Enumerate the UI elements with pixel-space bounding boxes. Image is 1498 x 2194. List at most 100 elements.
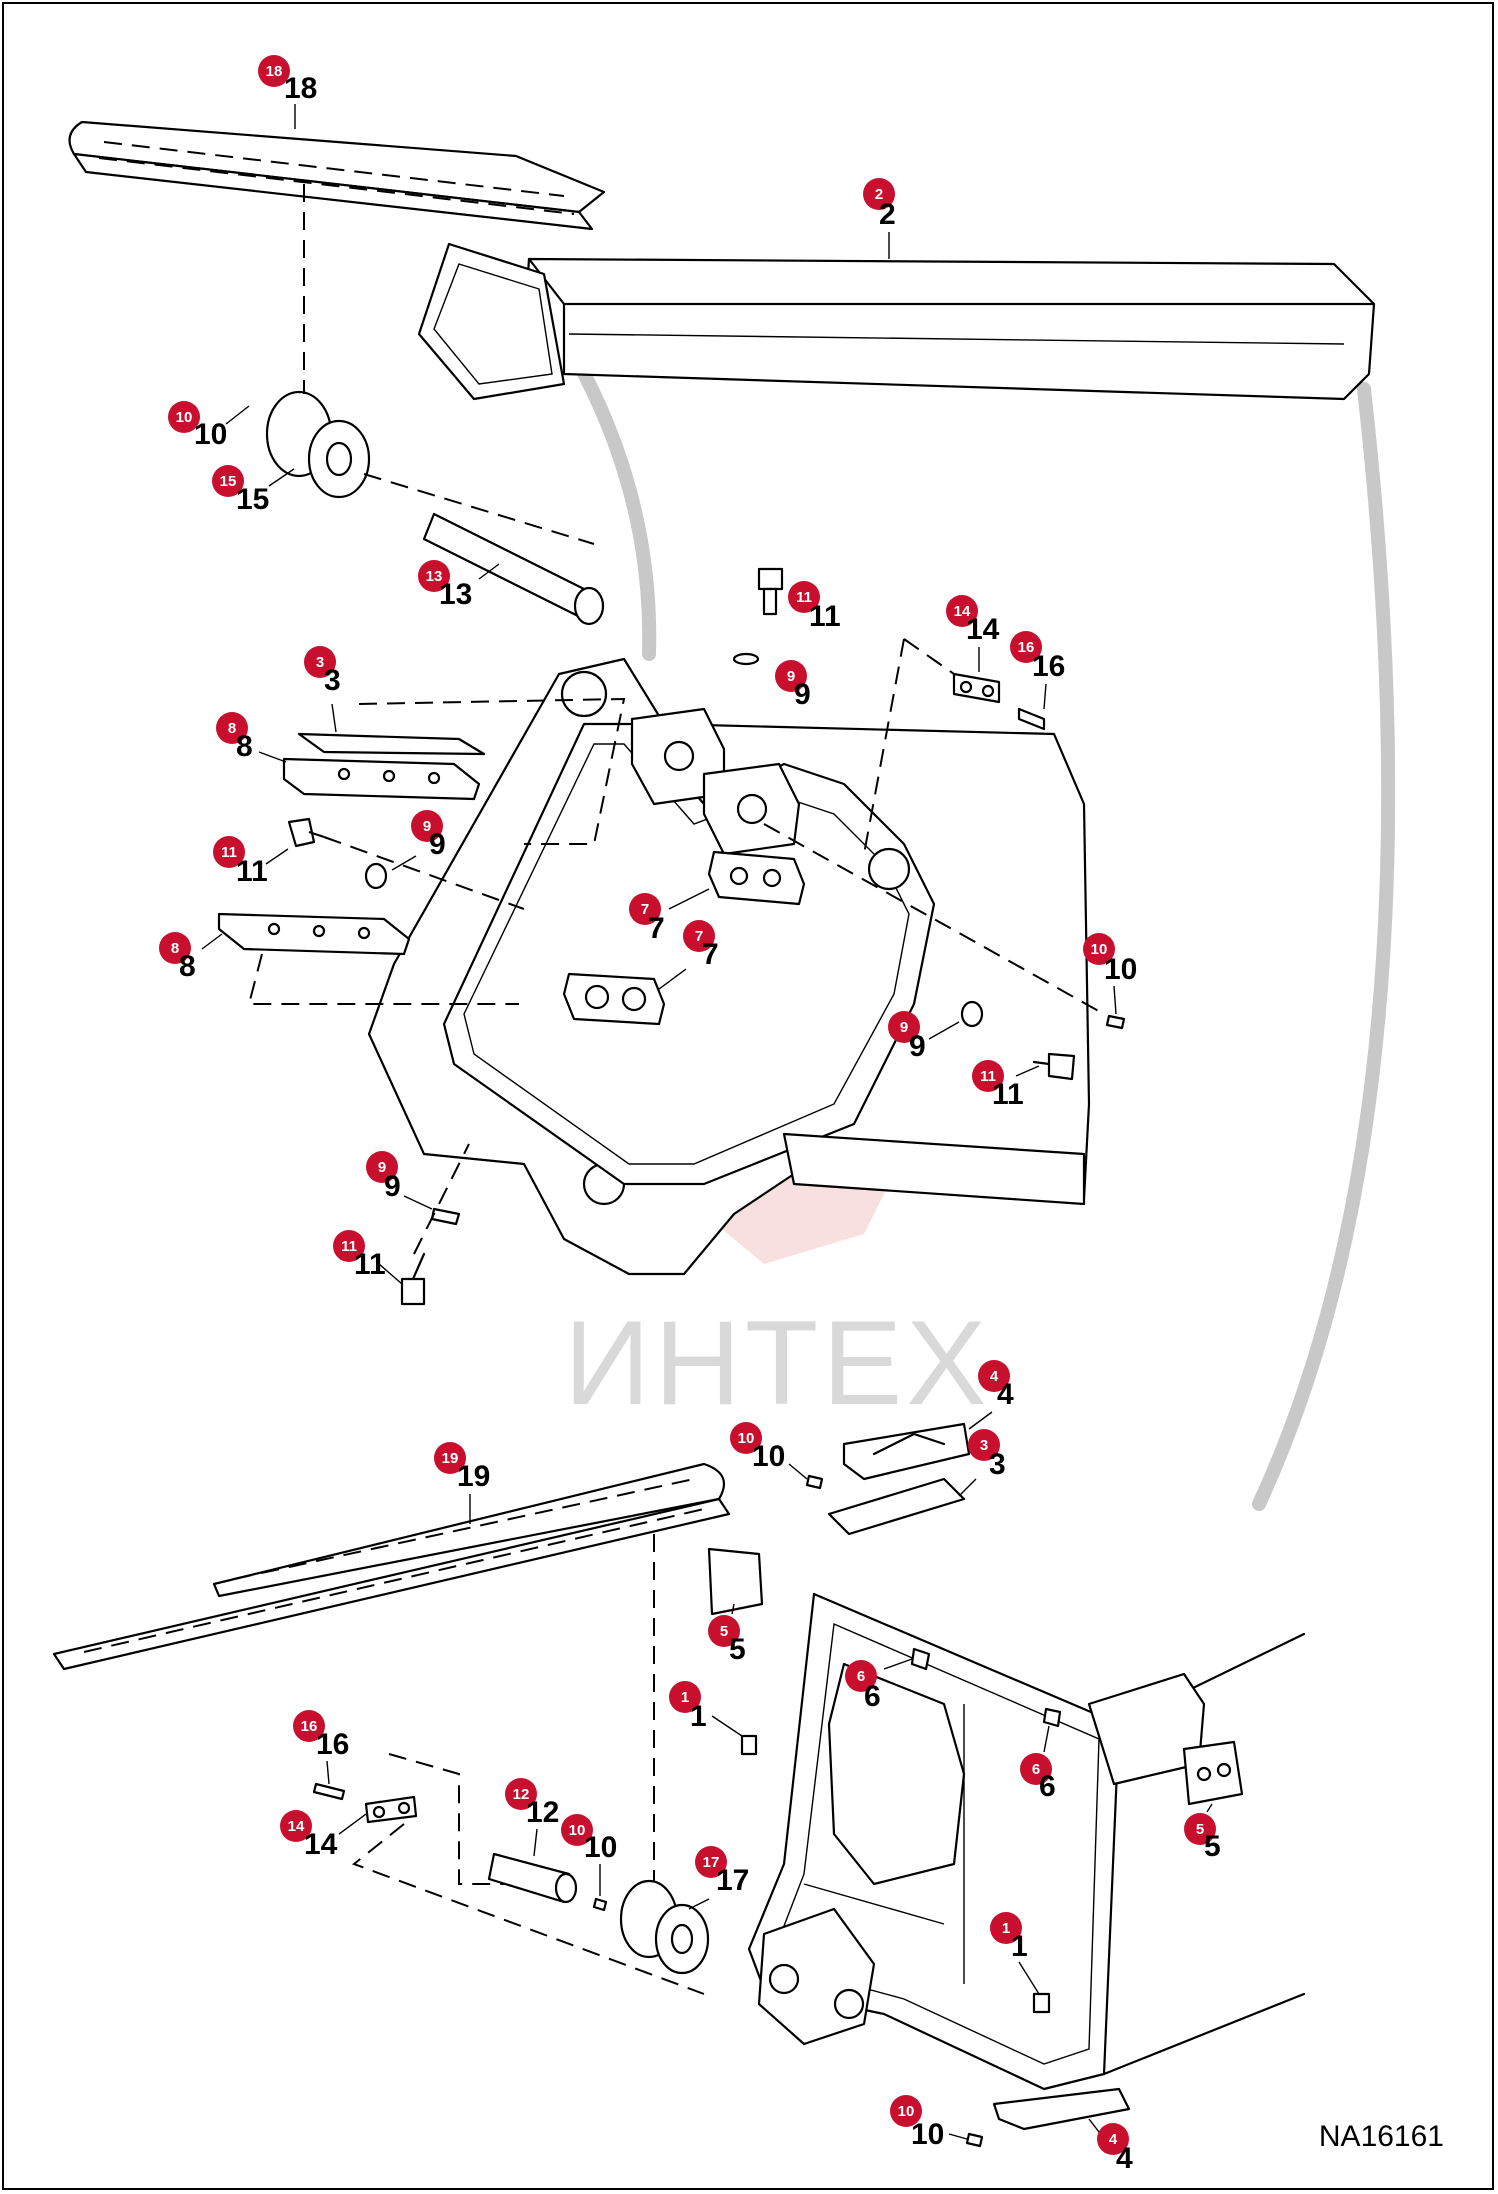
callout-5-a-label: 5	[729, 1633, 746, 1666]
callout-13-label: 13	[439, 578, 472, 611]
callout-16-a-label: 16	[1032, 650, 1065, 683]
callout-16-b: 16 16	[293, 1710, 349, 1785]
watermark-text: ИНТЕХ	[564, 1296, 990, 1430]
part-11-bolt-right	[1032, 1052, 1076, 1081]
part-11-bolt-top	[757, 567, 784, 616]
part-1-bolt-upper	[740, 1734, 758, 1756]
callout-10-e: 10 10	[890, 2095, 968, 2151]
part-3-shim-left	[297, 732, 486, 756]
callout-10-a-number: 10	[176, 409, 193, 426]
assembly-line-bolt-bottom	[413, 1143, 470, 1255]
callout-15-label: 15	[236, 483, 269, 516]
callout-8-a-number: 8	[228, 720, 236, 737]
callout-4-b-number: 4	[1109, 2131, 1118, 2148]
callout-9-c-label: 9	[909, 1030, 926, 1063]
callout-1-a-label: 1	[690, 1700, 707, 1733]
callout-10-b: 10 10	[1083, 933, 1137, 1015]
callout-3-b: 3 3	[958, 1429, 1006, 1497]
part-4-wear-pad-top-lower	[842, 1422, 971, 1481]
callout-8-a: 8 8	[216, 712, 287, 763]
callout-2-number: 2	[875, 186, 883, 203]
part-8-wear-pad-left-top	[282, 757, 481, 801]
part-5-wear-pad-left	[707, 1547, 764, 1616]
callout-6-b: 6 6	[1020, 1725, 1056, 1803]
callout-14-a-label: 14	[966, 613, 1000, 646]
callout-11-b-label: 11	[236, 855, 268, 888]
part-17-roller-lower	[619, 1879, 710, 1975]
callout-3-b-number: 3	[980, 1437, 988, 1454]
callout-10-a: 10 10	[168, 401, 250, 451]
callout-11-b-number: 11	[221, 844, 237, 861]
part-14-link-upper	[952, 672, 1001, 704]
callout-9-d-number: 9	[378, 1159, 386, 1176]
callout-1-b: 1 1	[990, 1912, 1040, 1995]
callout-4-a-label: 4	[997, 1378, 1014, 1411]
callout-4-b-label: 4	[1116, 2142, 1133, 2175]
callout-7-b-number: 7	[695, 928, 703, 945]
callout-6-b-number: 6	[1032, 1761, 1040, 1778]
callout-7-a: 7 7	[629, 888, 710, 945]
part-7-block-upper	[707, 850, 806, 906]
callout-9-d: 9 9	[366, 1151, 433, 1210]
callout-3-a-number: 3	[316, 654, 324, 671]
assembly-line-link-upper	[863, 638, 955, 855]
callout-8-b-label: 8	[179, 950, 196, 983]
part-2-lift-arm	[417, 242, 1376, 401]
lower-mount-frame	[747, 1592, 1306, 2091]
part-18-wear-strip	[68, 120, 606, 231]
part-3-shim-lower	[827, 1477, 966, 1536]
callout-5-b-label: 5	[1204, 1830, 1221, 1863]
part-9-washer-bottom	[430, 1207, 461, 1226]
callout-14-b-number: 14	[288, 1818, 305, 1835]
callout-11-c: 11 11	[972, 1060, 1040, 1111]
callout-7-b: 7 7	[658, 920, 719, 990]
part-10-fitting-right	[1105, 1014, 1126, 1030]
part-9-washer-right	[960, 1000, 984, 1028]
callout-7-a-number: 7	[641, 901, 649, 918]
part-10-fitting-mid-lower	[592, 1897, 608, 1912]
callout-1-a: 1 1	[669, 1681, 743, 1737]
callout-10-b-label: 10	[1104, 953, 1137, 986]
callout-14-b-label: 14	[304, 1828, 338, 1861]
callout-17: 17 17	[688, 1846, 749, 1910]
callout-4-b: 4 4	[1088, 2118, 1133, 2175]
callout-16-b-number: 16	[301, 1718, 318, 1735]
callout-3-b-label: 3	[989, 1448, 1006, 1481]
callout-6-a-number: 6	[857, 1668, 865, 1685]
callout-7-b-label: 7	[702, 938, 719, 971]
callout-8-b: 8 8	[159, 932, 223, 983]
callout-19-label: 19	[457, 1460, 490, 1493]
part-16-pin-upper	[1017, 707, 1046, 731]
callout-11-a-label: 11	[809, 600, 841, 633]
exploded-parts-diagram: ИНТЕХ	[52, 55, 1396, 2175]
callout-12: 12 12	[505, 1778, 559, 1857]
part-4-wear-pad-bottom-lower	[992, 2087, 1131, 2131]
callout-16-a: 16 16	[1010, 631, 1065, 710]
callout-11-c-label: 11	[992, 1078, 1024, 1111]
callout-11-d-number: 11	[341, 1238, 357, 1255]
callout-18-number: 18	[266, 63, 283, 80]
callout-11-b: 11 11	[213, 836, 289, 888]
callout-9-b-label: 9	[429, 828, 446, 861]
callout-18: 18 18	[258, 55, 317, 129]
callout-11-c-number: 11	[980, 1068, 996, 1085]
callout-10-e-number: 10	[898, 2103, 915, 2120]
part-8-wear-pad-left-bottom	[217, 912, 411, 956]
callout-9-a-number: 9	[787, 668, 795, 685]
callout-10-d-label: 10	[584, 1831, 617, 1864]
callout-14-a-number: 14	[954, 603, 971, 620]
callout-10-d-number: 10	[569, 1822, 586, 1839]
callout-11-a: 11 11	[788, 581, 841, 633]
callout-5-b: 5 5	[1184, 1803, 1221, 1863]
part-6-fitting-right	[1042, 1707, 1062, 1728]
callout-9-a: 9 9	[775, 660, 811, 711]
assembly-line-bolt-left	[323, 836, 525, 910]
part-15-roller	[265, 390, 371, 499]
callout-19-number: 19	[442, 1450, 459, 1467]
part-1-bolt-lower	[1032, 1992, 1051, 2014]
callout-13: 13 13	[418, 560, 500, 611]
part-10-fitting-lower	[965, 2132, 984, 2148]
assembly-line-roller-shaft	[363, 473, 595, 545]
callout-10-c: 10 10	[730, 1422, 808, 1480]
